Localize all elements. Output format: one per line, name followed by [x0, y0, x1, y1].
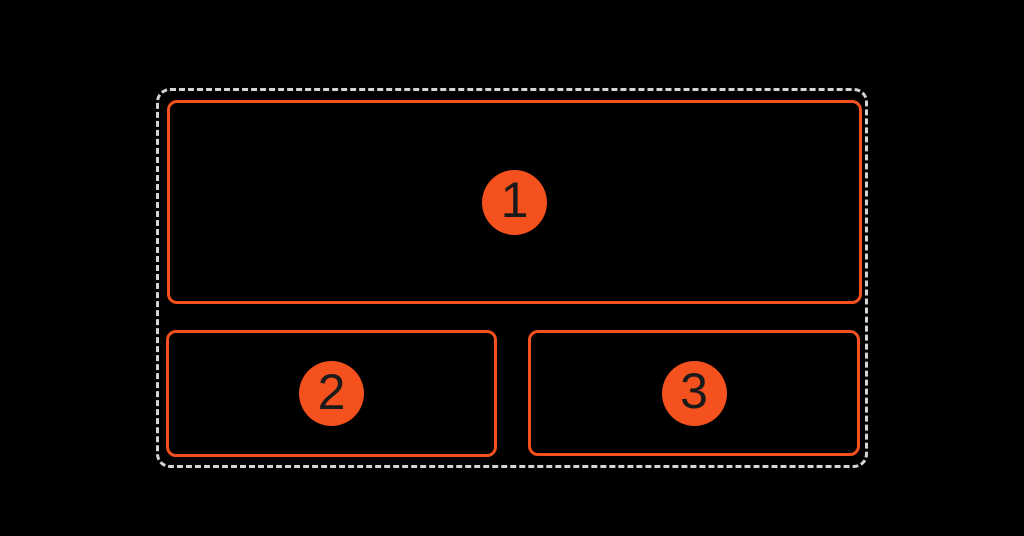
step-3-number: 3 — [680, 363, 708, 419]
step-1-number-badge: 1 — [482, 169, 547, 235]
step-box-3: 3 — [528, 330, 860, 456]
step-box-2: 2 — [166, 330, 497, 457]
dashed-group-border — [156, 88, 868, 468]
step-3-number-badge: 3 — [661, 360, 727, 426]
step-box-1: 1 — [167, 100, 862, 304]
step-1-number: 1 — [500, 172, 529, 228]
step-2-number: 2 — [317, 363, 346, 420]
step-2-number-badge: 2 — [299, 361, 364, 426]
